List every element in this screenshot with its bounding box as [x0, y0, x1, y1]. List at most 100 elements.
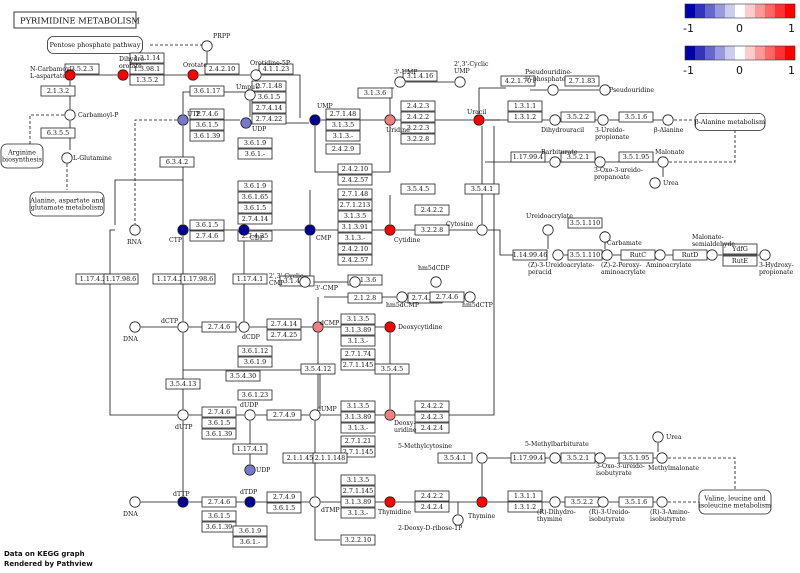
enzyme-box[interactable] [237, 191, 273, 203]
enzyme-box[interactable] [159, 156, 195, 168]
enzyme-box[interactable] [204, 63, 240, 75]
enzyme-box[interactable] [201, 496, 237, 508]
enzyme-box[interactable] [189, 130, 225, 142]
enzyme-box[interactable] [103, 273, 139, 285]
enzyme-box[interactable] [325, 119, 361, 131]
compound-uracil-node[interactable] [473, 114, 485, 126]
enzyme-box[interactable] [266, 318, 302, 330]
enzyme-box[interactable] [325, 130, 361, 142]
compound-lglut-node[interactable] [61, 152, 73, 164]
compound-deoxyuridine-node[interactable] [384, 409, 396, 421]
compound-pseudoU5p-node[interactable] [547, 84, 559, 96]
enzyme-box[interactable] [40, 85, 76, 97]
compound-dttp-node[interactable] [177, 496, 189, 508]
enzyme-box[interactable] [225, 370, 261, 382]
enzyme-box[interactable] [232, 536, 268, 548]
enzyme-box[interactable] [500, 75, 536, 87]
compound-z3ureido-node[interactable] [552, 249, 564, 261]
compound-23cump-node[interactable] [454, 76, 466, 88]
compound-r3aminoiso-node[interactable] [656, 496, 668, 508]
enzyme-box[interactable] [560, 111, 596, 123]
compound-3cmp-node[interactable] [349, 276, 361, 288]
compound-dihydrouracil-node[interactable] [549, 114, 561, 126]
enzyme-box[interactable] [510, 151, 546, 163]
enzyme-box[interactable] [400, 122, 436, 134]
enzyme-box[interactable] [337, 188, 373, 200]
enzyme-box[interactable] [437, 452, 473, 464]
compound-r3ureidoiso-node[interactable] [597, 496, 609, 508]
compound-utp-node[interactable] [177, 114, 189, 126]
compound-ncarb-node[interactable] [64, 69, 76, 81]
enzyme-box[interactable] [414, 490, 450, 502]
compound-5methylcyt-node[interactable] [476, 452, 488, 464]
enzyme-box[interactable] [507, 111, 543, 123]
compound-dcmp-node[interactable] [312, 321, 324, 333]
enzyme-box[interactable] [201, 321, 237, 333]
enzyme-box[interactable] [165, 378, 201, 390]
compound-orotate-node[interactable] [187, 69, 199, 81]
enzyme-box[interactable] [340, 313, 376, 325]
enzyme-box[interactable] [201, 406, 237, 418]
compound-udp2-node[interactable] [244, 464, 256, 476]
enzyme-box[interactable] [722, 255, 758, 267]
enzyme-box[interactable] [400, 111, 436, 123]
enzyme-box[interactable] [325, 143, 361, 155]
compound-dudp-node[interactable] [244, 409, 256, 421]
enzyme-box[interactable] [337, 199, 373, 211]
compound-5methylbarb-node[interactable] [549, 452, 561, 464]
compound-methylmalonate-node[interactable] [656, 452, 668, 464]
compound-prpp-node[interactable] [201, 40, 213, 52]
compound-ctp-node[interactable] [177, 224, 189, 236]
enzyme-box[interactable] [340, 485, 376, 497]
compound-thymine-node[interactable] [476, 496, 488, 508]
compound-hm5dcmp-node[interactable] [396, 291, 408, 303]
enzyme-box[interactable] [232, 273, 268, 285]
enzyme-box[interactable] [340, 348, 376, 360]
enzyme-box[interactable] [237, 389, 273, 401]
compound-dna1-node[interactable] [129, 321, 141, 333]
enzyme-box[interactable] [340, 507, 376, 519]
enzyme-box[interactable] [722, 243, 758, 255]
enzyme-box[interactable] [340, 534, 376, 546]
enzyme-box[interactable] [312, 452, 348, 464]
enzyme-box[interactable] [64, 63, 100, 75]
enzyme-box[interactable] [507, 490, 543, 502]
compound-pseudoU-node[interactable] [599, 84, 611, 96]
compound-hm5dctp-node[interactable] [464, 291, 476, 303]
enzyme-box[interactable] [340, 435, 376, 447]
enzyme-box[interactable] [237, 356, 273, 368]
compound-dna2-node[interactable] [129, 496, 141, 508]
enzyme-box[interactable] [237, 345, 273, 357]
compound-malonatesemi-node[interactable] [706, 249, 718, 261]
enzyme-box[interactable] [337, 243, 373, 255]
compound-dctp-node[interactable] [177, 321, 189, 333]
enzyme-box[interactable] [374, 363, 410, 375]
enzyme-box[interactable] [237, 180, 273, 192]
enzyme-box[interactable] [507, 501, 543, 513]
compound-3oxo3ureidoiso-node[interactable] [594, 452, 606, 464]
enzyme-box[interactable] [201, 428, 237, 440]
compound-cytosine-node[interactable] [476, 224, 488, 236]
enzyme-box[interactable] [400, 133, 436, 145]
enzyme-box[interactable] [414, 400, 450, 412]
pathway-link-box[interactable] [47, 36, 143, 54]
compound-deoxycytidine-node[interactable] [384, 321, 396, 333]
compound-rna-node[interactable] [129, 224, 141, 236]
pathway-link-box[interactable] [694, 113, 766, 131]
compound-barbiturate-node[interactable] [549, 156, 561, 168]
compound-ump-node[interactable] [309, 114, 321, 126]
pathway-link-box[interactable] [698, 489, 772, 515]
enzyme-box[interactable] [357, 87, 393, 99]
enzyme-box[interactable] [337, 174, 373, 186]
enzyme-box[interactable] [414, 501, 450, 513]
enzyme-box[interactable] [266, 502, 302, 514]
enzyme-box[interactable] [347, 274, 383, 286]
enzyme-box[interactable] [337, 232, 373, 244]
enzyme-box[interactable] [618, 151, 654, 163]
enzyme-box[interactable] [251, 113, 287, 125]
compound-balanine-node[interactable] [662, 114, 674, 126]
enzyme-box[interactable] [266, 491, 302, 503]
enzyme-box[interactable] [201, 417, 237, 429]
enzyme-box[interactable] [340, 496, 376, 508]
compound-dutp-node[interactable] [177, 409, 189, 421]
